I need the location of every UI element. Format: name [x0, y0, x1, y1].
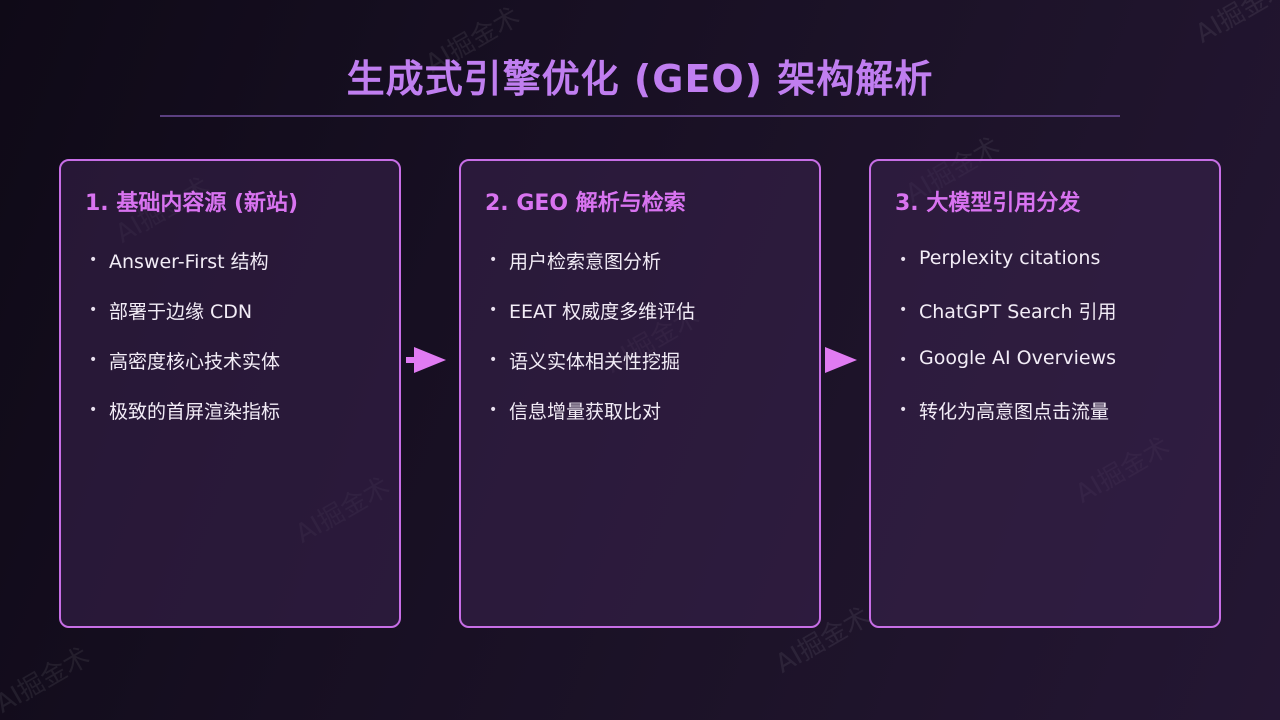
list-item: • 用户检索意图分析: [489, 247, 695, 297]
bullet-icon: •: [89, 302, 98, 318]
list-item-label: ChatGPT Search 引用: [919, 301, 1117, 323]
list-item: • Answer-First 结构: [89, 247, 280, 297]
stage-card-geo-retrieval: 2. GEO 解析与检索 • 用户检索意图分析 • EEAT 权威度多维评估 • 语义…: [459, 159, 821, 628]
bullet-icon: •: [489, 352, 498, 368]
bullet-icon: •: [489, 402, 498, 418]
list-item-label: 高密度核心技术实体: [109, 351, 281, 373]
list-item-label: Perplexity citations: [919, 247, 1101, 269]
card-item-list: • Perplexity citations • ChatGPT Search 引用…: [899, 247, 1117, 447]
watermark: AI掘金术: [1190, 0, 1280, 50]
stage-card-content-source: 1. 基础内容源 (新站) • Answer-First 结构 • 部署于边缘 CD…: [59, 159, 401, 628]
card-item-list: • Answer-First 结构 • 部署于边缘 CDN • 高密度核心技术实体 •…: [89, 247, 280, 447]
bullet-icon: •: [89, 402, 98, 418]
list-item-label: 信息增量获取比对: [509, 401, 662, 423]
card-title: 2. GEO 解析与检索: [485, 191, 686, 216]
bullet-icon: •: [899, 252, 908, 268]
list-item-label: 语义实体相关性挖掘: [509, 351, 681, 373]
bullet-icon: •: [899, 302, 908, 318]
list-item: • 信息增量获取比对: [489, 397, 695, 447]
list-item: • EEAT 权威度多维评估: [489, 297, 695, 347]
card-item-list: • 用户检索意图分析 • EEAT 权威度多维评估 • 语义实体相关性挖掘 • 信息增量…: [489, 247, 695, 447]
bullet-icon: •: [89, 352, 98, 368]
list-item: • Perplexity citations: [899, 247, 1117, 297]
bullet-icon: •: [489, 252, 498, 268]
list-item: • 高密度核心技术实体: [89, 347, 280, 397]
list-item: • 极致的首屏渲染指标: [89, 397, 280, 447]
bullet-icon: •: [489, 302, 498, 318]
list-item-label: Answer-First 结构: [109, 251, 269, 273]
list-item: • 语义实体相关性挖掘: [489, 347, 695, 397]
stage-card-llm-citation: 3. 大模型引用分发 • Perplexity citations • ChatGP…: [869, 159, 1221, 628]
watermark: AI掘金术: [0, 641, 96, 720]
list-item-label: 用户检索意图分析: [509, 251, 662, 273]
list-item-label: 部署于边缘 CDN: [109, 301, 253, 323]
title-divider: [160, 115, 1120, 117]
bullet-icon: •: [899, 402, 908, 418]
list-item-label: 转化为高意图点击流量: [919, 401, 1110, 423]
list-item-label: Google AI Overviews: [919, 347, 1117, 369]
arrow-right-icon: [825, 347, 857, 373]
list-item: • 部署于边缘 CDN: [89, 297, 280, 347]
card-title: 1. 基础内容源 (新站): [85, 191, 299, 216]
list-item: • 转化为高意图点击流量: [899, 397, 1117, 447]
list-item-label: 极致的首屏渲染指标: [109, 401, 281, 423]
list-item-label: EEAT 权威度多维评估: [509, 301, 696, 323]
arrow-right-icon: [406, 347, 446, 373]
card-title: 3. 大模型引用分发: [895, 191, 1081, 216]
list-item: • ChatGPT Search 引用: [899, 297, 1117, 347]
page-title: 生成式引擎优化 (GEO) 架构解析: [346, 57, 934, 101]
list-item: • Google AI Overviews: [899, 347, 1117, 397]
bullet-icon: •: [899, 352, 908, 368]
bullet-icon: •: [89, 252, 98, 268]
